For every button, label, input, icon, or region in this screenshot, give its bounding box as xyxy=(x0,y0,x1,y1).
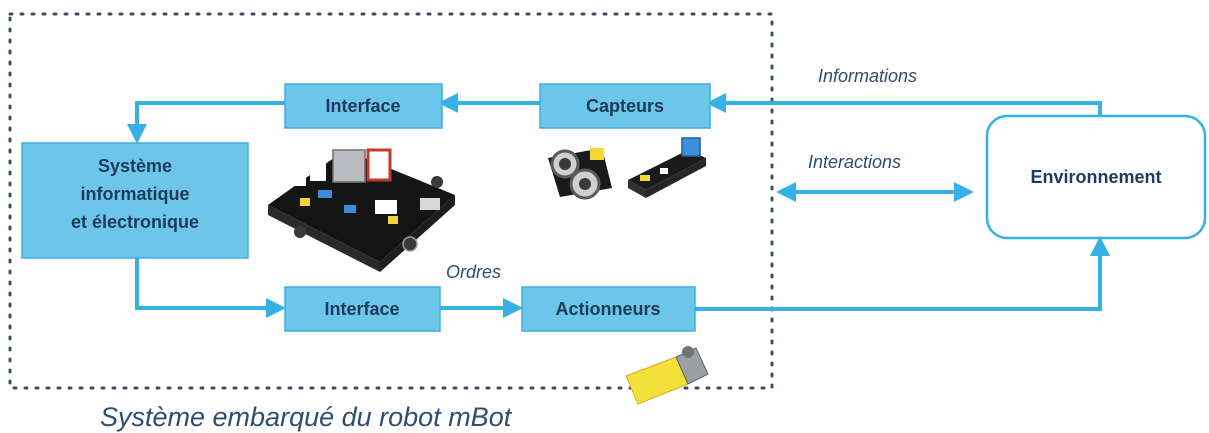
actionneurs-box: Actionneurs xyxy=(521,286,696,332)
interface-top-label: Interface xyxy=(325,96,400,116)
environnement-box: Environnement xyxy=(985,114,1207,240)
environnement-label: Environnement xyxy=(1030,167,1161,187)
arrow-system-to-interface xyxy=(135,258,286,318)
systeme-label-line3: et électronique xyxy=(71,212,199,232)
systeme-label-line1: Système xyxy=(98,156,172,176)
capteurs-label: Capteurs xyxy=(586,96,664,116)
ultrasonic-sensor-icon xyxy=(548,148,612,200)
systeme-label-line2: informatique xyxy=(80,184,189,204)
systeme-box: Système informatique et électronique xyxy=(21,142,249,259)
capteurs-box: Capteurs xyxy=(539,83,711,129)
informations-label: Informations xyxy=(818,66,917,86)
motor-icon xyxy=(625,346,709,405)
arrow-environment-to-sensors xyxy=(706,93,1102,116)
interface-bottom-box: Interface xyxy=(284,286,441,332)
interface-top-box: Interface xyxy=(284,83,443,129)
interface-bottom-label: Interface xyxy=(324,299,399,319)
button-sensor-icon xyxy=(628,137,706,198)
actionneurs-label: Actionneurs xyxy=(555,299,660,319)
embedded-system-boundary xyxy=(8,12,774,390)
embedded-system-caption: Système embarqué du robot mBot xyxy=(100,402,513,432)
arrow-interface-to-system xyxy=(127,101,285,144)
arrow-actuators-to-environment xyxy=(695,236,1110,311)
circuit-board-icon xyxy=(268,148,455,272)
interactions-label: Interactions xyxy=(808,152,901,172)
ordres-label: Ordres xyxy=(446,262,501,282)
